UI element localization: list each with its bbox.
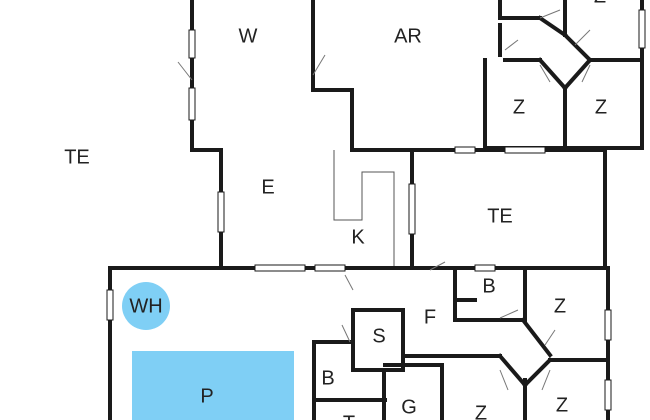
room-label-w: W — [239, 25, 258, 47]
room-label-s: S — [372, 325, 385, 347]
room-label-z-lower-right: Z — [554, 295, 566, 317]
room-label-k: K — [351, 226, 365, 248]
lower-wing-walls — [108, 266, 610, 420]
whirlpool — [122, 282, 170, 330]
room-label-z-mid-left: Z — [513, 96, 525, 118]
diagonal-walls-upper — [537, 15, 593, 91]
room-label-te-right: TE — [487, 205, 513, 227]
room-label-p: P — [200, 385, 213, 407]
kitchen-counter — [333, 150, 412, 269]
room-label-g: G — [401, 396, 417, 418]
room-label-b-upper: B — [482, 275, 495, 297]
room-label-f: F — [424, 306, 436, 328]
room-label-wh: WH — [129, 295, 162, 317]
pool — [132, 351, 294, 420]
room-label-z-top: Z — [594, 0, 606, 7]
door-swings — [177, 9, 591, 391]
room-label-t-partial: T — [343, 412, 355, 420]
room-label-z-bottom-right: Z — [556, 394, 568, 416]
room-label-z-bottom-left: Z — [475, 402, 487, 420]
room-label-b-lower: B — [321, 367, 334, 389]
diagonal-walls-lower — [497, 317, 553, 388]
room-label-e: E — [261, 176, 274, 198]
room-label-z-mid-right: Z — [595, 96, 607, 118]
windows — [106, 9, 646, 411]
room-label-te-left: TE — [64, 146, 90, 168]
room-label-ar: AR — [394, 25, 422, 47]
